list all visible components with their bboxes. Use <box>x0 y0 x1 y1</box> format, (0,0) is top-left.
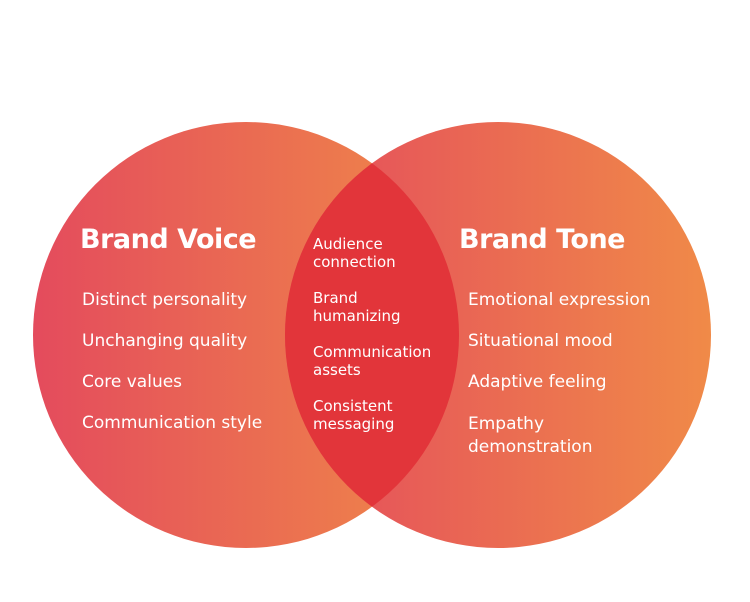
tone-item: Emotional expression <box>468 290 651 310</box>
overlap-item: Audience connection <box>313 235 396 271</box>
overlap-item: Communication assets <box>313 343 432 379</box>
voice-item: Distinct personality <box>82 290 248 310</box>
tone-item: Empathy demonstration <box>468 414 593 457</box>
voice-item: Communication style <box>82 413 263 433</box>
brand-tone-title: Brand Tone <box>459 224 625 255</box>
voice-item: Core values <box>82 372 183 392</box>
brand-voice-title: Brand Voice <box>80 224 257 255</box>
overlap-region <box>285 122 459 548</box>
overlap-item: Consistent messaging <box>313 397 395 433</box>
voice-item: Unchanging quality <box>82 331 248 351</box>
tone-item: Situational mood <box>468 331 613 351</box>
tone-item: Adaptive feeling <box>468 372 607 392</box>
overlap-item: Brand humanizing <box>313 289 401 325</box>
